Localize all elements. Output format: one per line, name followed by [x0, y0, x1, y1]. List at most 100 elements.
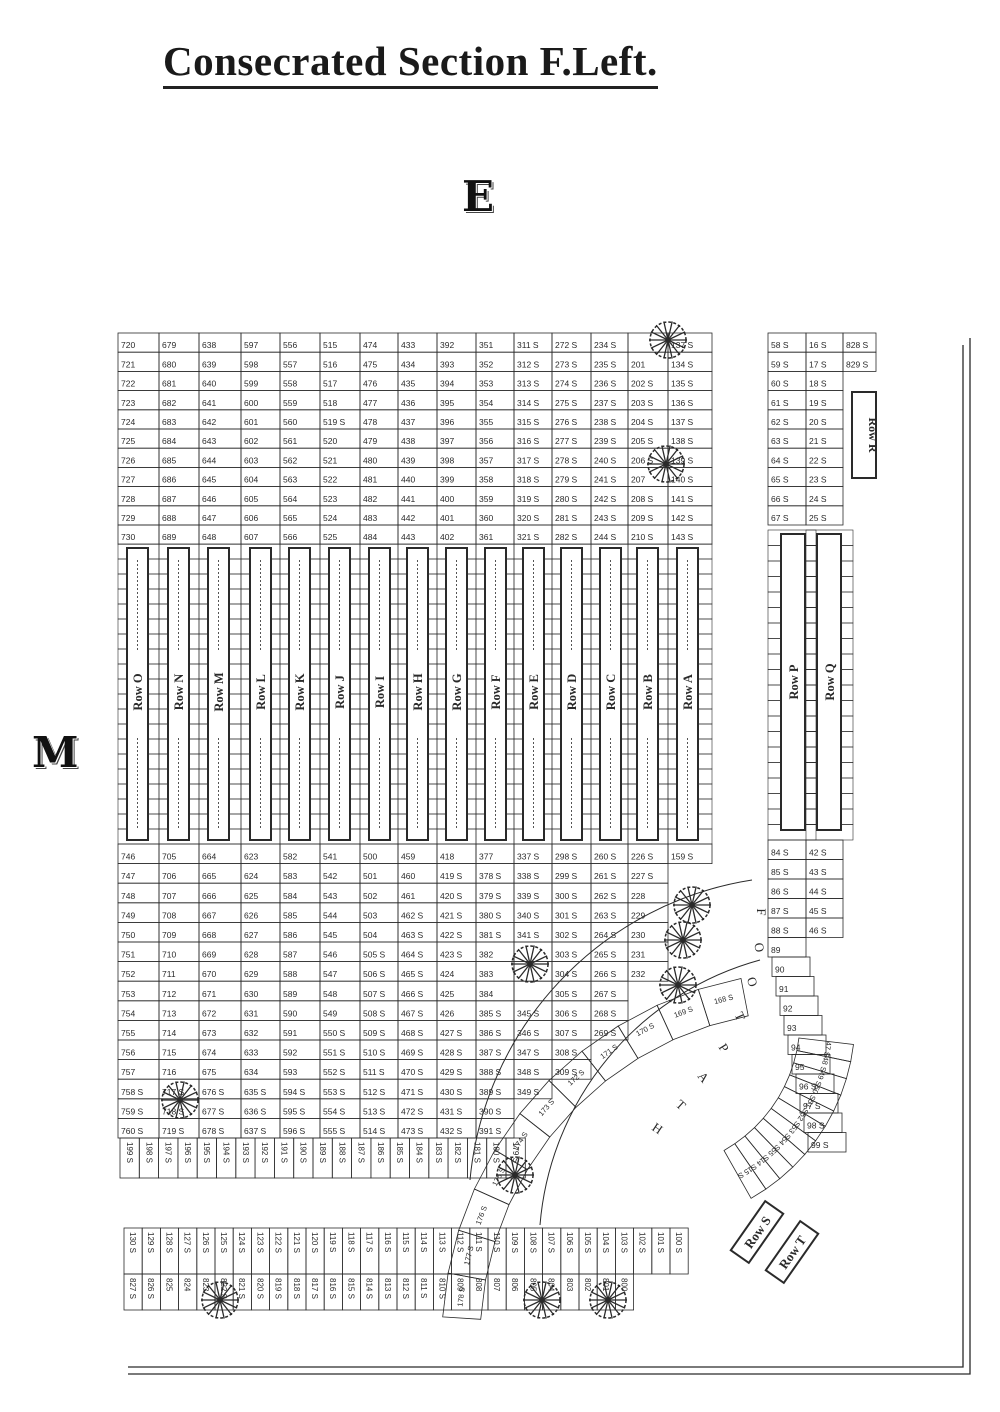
tree-icon [511, 945, 549, 983]
plot-cell: 107 S [547, 1232, 556, 1253]
plot-cell: 566 [283, 532, 297, 542]
plot-cell: 143 S [671, 532, 694, 542]
map-title: Consecrated Section F.Left. [163, 38, 658, 89]
tree-branch [590, 1291, 609, 1301]
plot-cell: 185 S [395, 1142, 404, 1163]
plot-cell: 179 S [511, 1142, 520, 1163]
tree-branch [175, 1099, 181, 1119]
plot-cell: 804 [547, 1278, 556, 1292]
plot-cell: 564 [283, 494, 297, 504]
plot-cell: 356 [479, 436, 493, 446]
foot-path-letter: P [716, 1041, 733, 1055]
plot-cell: 315 S [517, 417, 540, 427]
plot-cell: 340 S [517, 910, 540, 920]
plot-cell: 46 S [809, 926, 827, 936]
plot-cell: 563 [283, 475, 297, 485]
plot-cell: 524 [323, 513, 337, 523]
row-label-r: Row R [866, 418, 880, 453]
tree-branch [514, 1174, 520, 1194]
plot-cell: 715 [162, 1048, 176, 1058]
row-box-m [207, 547, 230, 841]
row-label-c: Row C [604, 674, 618, 710]
row-label-i: Row I [373, 676, 387, 708]
plot-cell: 631 [244, 1008, 258, 1018]
plot-cell: 726 [121, 455, 135, 465]
tree-branch [665, 931, 684, 941]
plot-cell: 509 S [363, 1028, 386, 1038]
plot-cell: 397 [440, 436, 454, 446]
plot-cell: 43 S [809, 867, 827, 877]
plot-cell: 127 S [183, 1232, 192, 1253]
plot-cell: 706 [162, 871, 176, 881]
plot-cell: 476 [363, 379, 377, 389]
plot-cell: 117 S [365, 1232, 374, 1252]
tree-branch [541, 1299, 547, 1319]
plot-cell: 514 S [363, 1126, 386, 1136]
plot-cell: 749 [121, 910, 135, 920]
foot-path-letter: F [754, 908, 769, 915]
plot-cell: 273 S [555, 359, 578, 369]
row-label-k: Row K [293, 673, 307, 710]
plot-cell: 232 [631, 969, 645, 979]
plot-cell: 392 [440, 340, 454, 350]
plot-cell: 800 [619, 1278, 628, 1292]
plot-cell-box [807, 1132, 847, 1153]
plot-cell: 828 S [846, 340, 869, 350]
plot-cell: 685 [162, 455, 176, 465]
plot-cell: 226 S [631, 852, 654, 862]
plot-cell: 91 [779, 984, 789, 994]
tree-branch [219, 1299, 238, 1309]
tree-branch [537, 1281, 543, 1301]
plot-cell: 600 [244, 398, 258, 408]
plot-cell: 97 S [803, 1101, 821, 1111]
plot-cell: 134 S [671, 359, 694, 369]
plot-cell: 345 S [517, 1008, 540, 1018]
plot-cell: 393 [440, 359, 454, 369]
plot-cell: 383 [479, 969, 493, 979]
plot-cell: 716 [162, 1067, 176, 1077]
plot-cell: 521 [323, 455, 337, 465]
plot-cell: 379 S [479, 891, 502, 901]
plot-cell: 718 S [162, 1106, 185, 1116]
plot-cell: 239 S [594, 436, 617, 446]
plot-cell: 298 S [555, 852, 578, 862]
plot-cell: 348 S [517, 1067, 540, 1077]
tree-branch [514, 1174, 528, 1191]
tree-branch [691, 904, 697, 924]
plot-cell: 305 S [555, 989, 578, 999]
plot-cell: 302 S [555, 930, 578, 940]
plot-cell: 557 [283, 359, 297, 369]
row-group-t: Row T [764, 1219, 820, 1285]
plot-cell: 436 [401, 398, 415, 408]
plot-cell: 429 S [440, 1067, 463, 1077]
foot-path-letter: O [751, 942, 767, 953]
plot-cell: 675 [202, 1067, 216, 1077]
tree-branch [650, 331, 669, 341]
plot-cell: 606 [244, 513, 258, 523]
plot-cell: 478 [363, 417, 377, 427]
plot-cell: 678 S [202, 1126, 225, 1136]
plot-cell: 231 [631, 950, 645, 960]
plot-cell: 320 S [517, 513, 540, 523]
plot-cell: 523 [323, 494, 337, 504]
plot-cell: 276 S [555, 417, 578, 427]
plot-cell: 262 S [594, 891, 617, 901]
tree-branch [175, 1081, 181, 1101]
plot-cell: 639 [202, 359, 216, 369]
plot-cell: 680 [162, 359, 176, 369]
plot-cell: 268 S [594, 1008, 617, 1018]
plot-cell-box [805, 917, 844, 938]
plot-cell: 352 [479, 359, 493, 369]
plot-cell: 641 [202, 398, 216, 408]
tree-branch [607, 1299, 621, 1316]
plot-cell: 810 S [437, 1278, 446, 1299]
plot-cell: 195 S [202, 1142, 211, 1163]
tree-branch [670, 939, 684, 956]
plot-cell: 505 S [363, 950, 386, 960]
plot-cell: 633 [244, 1048, 258, 1058]
plot-cell: 138 S [671, 436, 694, 446]
plot-cell: 308 S [555, 1048, 578, 1058]
tree-branch [655, 339, 669, 356]
foot-path-letter: H [649, 1119, 665, 1137]
plot-cell: 711 [162, 969, 176, 979]
